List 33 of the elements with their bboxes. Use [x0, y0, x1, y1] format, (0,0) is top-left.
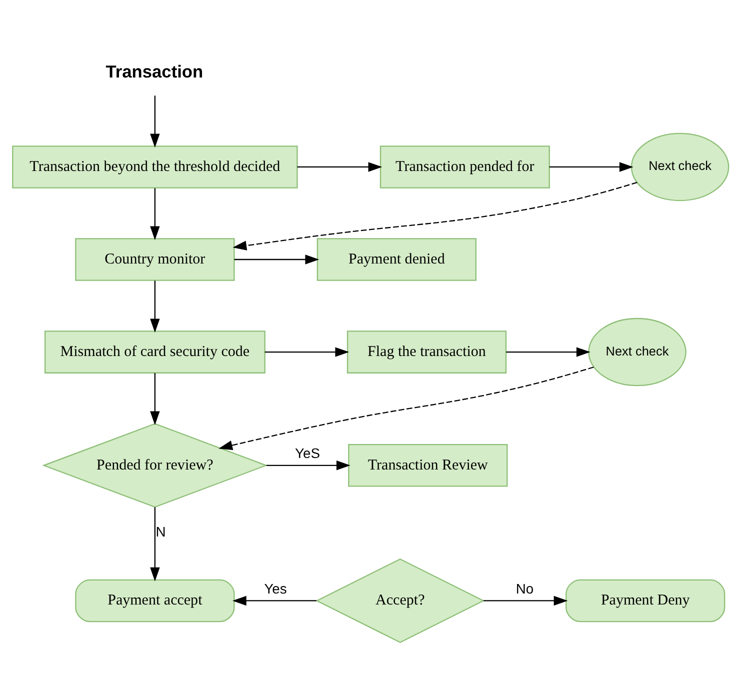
- node-box: Transaction beyond the threshold decided: [12, 145, 298, 188]
- node-box: Transaction Review: [348, 444, 508, 486]
- arrow: [549, 162, 634, 172]
- arrow: [150, 280, 160, 332]
- arrow: [234, 254, 320, 264]
- edge-label: N: [156, 523, 166, 540]
- node-box: Mismatch of card security code: [44, 330, 266, 373]
- node-ellipse: Next check: [588, 317, 686, 386]
- arrow: [218, 366, 594, 450]
- arrow: [150, 95, 160, 148]
- node-box: Payment accept: [75, 578, 235, 622]
- arrow: [150, 188, 160, 240]
- node-text: Transaction: [106, 60, 204, 81]
- arrow: [232, 181, 638, 250]
- edge-label: Yes: [264, 580, 287, 596]
- arrow: [150, 372, 160, 425]
- arrow: [266, 460, 350, 470]
- arrow: [150, 506, 160, 581]
- node-box: Payment Deny: [566, 578, 726, 622]
- edge-label: No: [516, 580, 534, 596]
- node-diamond: Accept?: [316, 558, 485, 643]
- node-box: Payment denied: [316, 238, 476, 280]
- arrow: [264, 346, 350, 356]
- arrow: [484, 595, 568, 606]
- node-ellipse: Next check: [630, 132, 730, 201]
- node-box: Country monitor: [75, 238, 235, 280]
- arrow: [297, 162, 382, 172]
- arrow: [232, 595, 316, 606]
- node-box: Transaction pended for: [380, 145, 550, 188]
- node-diamond: Pended for review?: [42, 422, 268, 508]
- edge-label: YeS: [295, 444, 320, 460]
- arrow: [506, 346, 590, 356]
- node-box: Flag the transaction: [346, 330, 507, 373]
